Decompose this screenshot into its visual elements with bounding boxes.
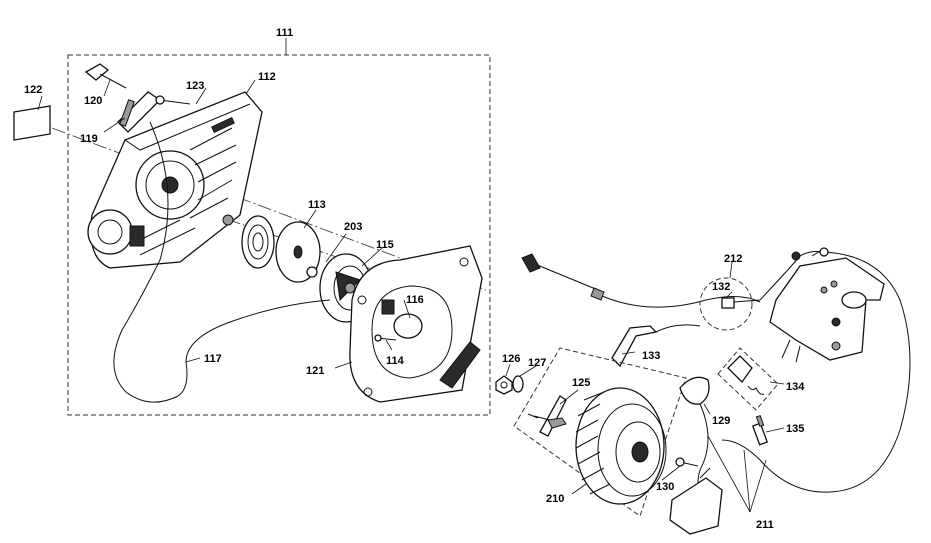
part-133-throttle-cable: [521, 253, 761, 368]
wire-harness: [721, 251, 911, 493]
label-127: 127: [528, 357, 546, 369]
part-121-starter-case: [349, 245, 483, 403]
part-120-rope-guide: [84, 63, 127, 89]
label-133: 133: [642, 350, 660, 362]
part-112-starter-housing: [87, 91, 263, 269]
label-211: 211: [756, 519, 774, 531]
part-123-screw: [155, 95, 191, 105]
part-130-screw: [675, 457, 699, 467]
assembly-111-dashed-box: [67, 54, 491, 416]
part-113-recoil-spring: [241, 215, 321, 283]
part-134-dashed-box: [717, 347, 779, 411]
part-114-screw: [374, 334, 397, 342]
label-121: 121: [306, 365, 324, 377]
label-111: 111: [276, 27, 293, 39]
part-122-decal: [13, 105, 51, 141]
label-203: 203: [344, 221, 362, 233]
label-135: 135: [786, 423, 804, 435]
part-119-starter-handle: [117, 91, 162, 133]
label-210: 210: [546, 493, 564, 505]
label-126: 126: [502, 353, 520, 365]
part-203-pawl: [306, 266, 318, 278]
label-119: 119: [80, 133, 98, 145]
part-129-ignition-module: [669, 376, 723, 535]
label-113: 113: [308, 199, 326, 211]
label-116: 116: [406, 294, 424, 306]
label-132: 132: [712, 281, 730, 293]
part-132-connector: [721, 297, 761, 309]
part-135-spark-plug: [751, 414, 769, 446]
label-123: 123: [186, 80, 204, 92]
label-120: 120: [84, 95, 102, 107]
label-122: 122: [24, 84, 42, 96]
label-134: 134: [786, 381, 805, 393]
part-117-starter-rope: [113, 121, 331, 403]
detail-212-circle: [699, 277, 753, 331]
part-210-flywheel: [575, 387, 667, 505]
label-130: 130: [656, 481, 674, 493]
label-117: 117: [204, 353, 222, 365]
part-126-nut: [495, 375, 513, 395]
part-125-flywheel-key: [527, 395, 567, 437]
engine-cover-housing: [769, 257, 885, 363]
part-134-spark-plug-boot: [727, 355, 765, 395]
label-129: 129: [712, 415, 730, 427]
label-125: 125: [572, 377, 590, 389]
label-212: 212: [724, 253, 742, 265]
label-114: 114: [386, 355, 405, 367]
part-127-washer: [512, 375, 524, 393]
label-112: 112: [258, 71, 276, 83]
label-115: 115: [376, 239, 394, 251]
